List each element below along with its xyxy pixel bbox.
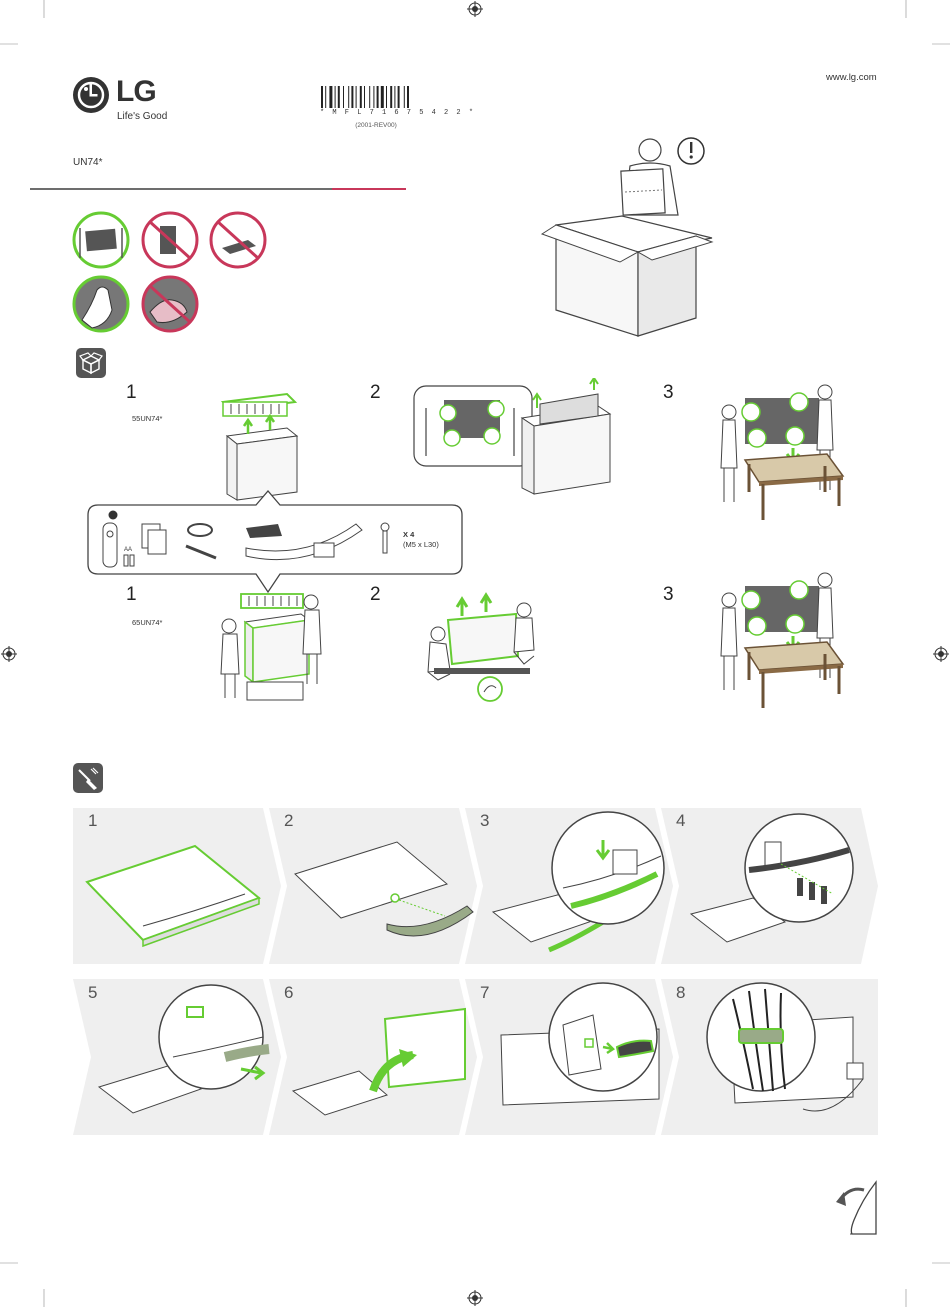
barcode-bar <box>359 86 362 108</box>
barcode-bar <box>376 86 379 108</box>
barcode-bar <box>334 86 336 108</box>
assembly-step-3-number: 3 <box>480 811 490 830</box>
no-carry-flat-icon <box>141 211 199 269</box>
barcode-bar <box>364 86 365 108</box>
header-rule <box>30 188 332 190</box>
assembly-strip-row-1 <box>73 808 878 964</box>
assembly-step-4-number: 4 <box>676 811 686 830</box>
barcode-bar <box>355 86 357 108</box>
unpack-a-step-3-illustration <box>720 384 845 520</box>
unboxing-warning-illustration <box>540 137 714 337</box>
barcode-bar <box>390 86 393 108</box>
box-icon <box>76 348 106 378</box>
screwdriver-icon <box>73 763 103 793</box>
assembly-strip-row-2 <box>73 979 878 1135</box>
registration-mark-icon <box>933 646 949 662</box>
registration-mark-icon <box>467 1290 483 1306</box>
registration-mark-icon <box>1 646 17 662</box>
barcode-bar <box>351 86 354 108</box>
barcode-bar <box>380 86 384 108</box>
barcode: * M F L 7 1 6 7 5 4 2 2 * (2001-REV00) <box>320 86 476 129</box>
no-touch-screen-icon <box>141 275 199 333</box>
barcode-bar <box>407 86 409 108</box>
size-label-55: 55UN74* <box>132 414 163 423</box>
assembly-step-2-number: 2 <box>284 811 294 830</box>
barcode-bar <box>369 86 371 108</box>
no-lay-down-icon <box>209 211 267 269</box>
ok-hold-edge-icon <box>72 275 130 333</box>
barcode-bar <box>397 86 400 108</box>
unpack-a-step-3-number: 3 <box>663 382 674 403</box>
size-label-65: 65UN74* <box>132 618 163 627</box>
battery-label: AA <box>124 547 133 553</box>
ok-carry-upright-icon <box>72 211 130 269</box>
website-url: www.lg.com <box>826 72 877 83</box>
unpack-a-step-2-illustration <box>413 378 612 495</box>
screw-count: X 4 <box>403 530 415 539</box>
unpack-b-step-1-number: 1 <box>126 584 137 605</box>
barcode-bar <box>337 86 340 108</box>
unpack-b-step-1-illustration <box>220 593 322 701</box>
unpack-a-step-1-illustration <box>220 392 299 501</box>
barcode-bar <box>329 86 333 108</box>
accessories-bubble <box>87 490 463 594</box>
barcode-bar <box>386 86 387 108</box>
model-number: UN74* <box>73 157 103 168</box>
registration-mark-icon <box>467 1 483 17</box>
barcode-text: * M F L 7 1 6 7 5 4 2 2 * <box>320 109 476 117</box>
unpack-a-step-2-number: 2 <box>370 382 381 403</box>
barcode-bar <box>394 86 396 108</box>
assembly-step-8-number: 8 <box>676 983 686 1002</box>
brand-name: LG <box>116 75 157 108</box>
assembly-step-5-number: 5 <box>88 983 98 1002</box>
unpack-a-step-1-number: 1 <box>126 382 137 403</box>
lg-logo-icon <box>73 77 109 113</box>
barcode-bar <box>325 86 327 108</box>
unpack-b-step-2-number: 2 <box>370 584 381 605</box>
brand-tagline: Life's Good <box>117 111 168 122</box>
barcode-bar <box>403 86 405 108</box>
barcode-bar <box>348 86 350 108</box>
revision-label: (2001-REV00) <box>355 122 397 129</box>
unpack-b-step-3-number: 3 <box>663 584 674 605</box>
unpack-b-step-2-illustration <box>427 592 535 702</box>
unpack-b-step-3-illustration <box>720 572 845 708</box>
barcode-bar <box>343 86 344 108</box>
barcode-bar <box>321 86 323 108</box>
page-turn-icon <box>836 1180 877 1235</box>
assembly-step-6-number: 6 <box>284 983 294 1002</box>
screw-spec: (M5 x L30) <box>403 540 439 549</box>
assembly-step-7-number: 7 <box>480 983 490 1002</box>
assembly-step-1-number: 1 <box>88 811 98 830</box>
header-rule-accent <box>332 188 406 190</box>
handling-guidelines <box>72 211 267 333</box>
barcode-bar <box>373 86 375 108</box>
